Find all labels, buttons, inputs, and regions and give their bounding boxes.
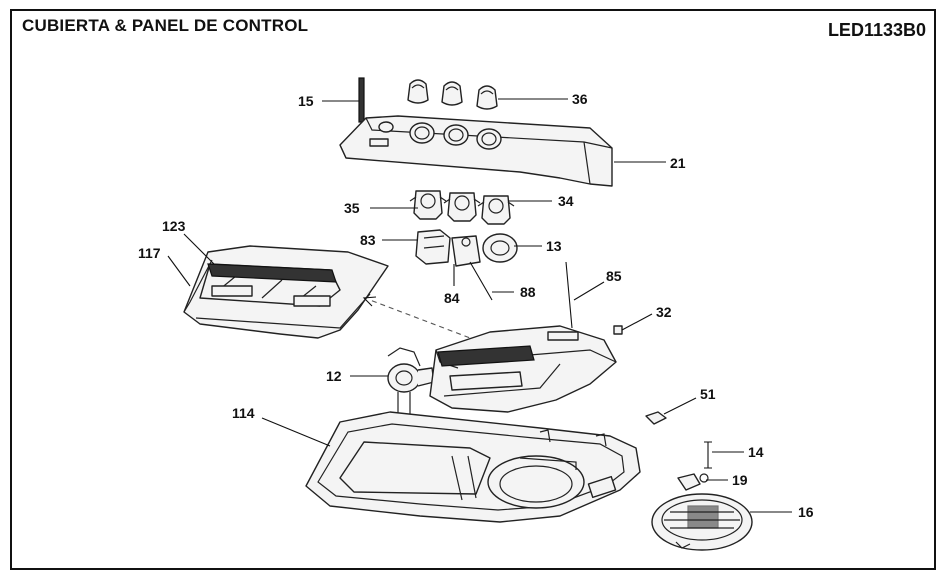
part-35-34-switches (409, 190, 515, 225)
callout-114: 114 (232, 405, 255, 421)
callout-123: 123 (162, 218, 186, 234)
assembly-arrow (369, 299, 487, 345)
part-19-switch (677, 473, 709, 491)
part-36-knobs (407, 79, 498, 110)
callout-16: 16 (798, 504, 814, 520)
callout-36: 36 (572, 91, 588, 107)
callout-15: 15 (298, 93, 314, 109)
part-21-control-panel (339, 115, 613, 187)
callout-35: 35 (344, 200, 360, 216)
callout-19: 19 (732, 472, 748, 488)
part-15-rod (358, 77, 365, 123)
callout-88: 88 (520, 284, 536, 300)
part-14-spring (704, 441, 712, 469)
callout-14: 14 (748, 444, 764, 460)
part-117-lid (183, 245, 389, 339)
part-123-hinge-bar (207, 263, 337, 283)
spin-lid (429, 325, 617, 413)
callout-13: 13 (546, 238, 562, 254)
leader-lines (167, 98, 792, 513)
callout-32: 32 (656, 304, 672, 320)
part-16-round-cover (651, 493, 753, 551)
part-114-top-base (305, 411, 641, 523)
callout-21: 21 (670, 155, 686, 171)
model-number: LED1133B0 (827, 20, 926, 40)
part-12-valve (387, 347, 435, 420)
part-32-pin (613, 325, 623, 335)
callout-12: 12 (326, 368, 342, 384)
diagram-title: CUBIERTA & PANEL DE CONTROL (22, 16, 309, 35)
callout-117: 117 (138, 245, 161, 261)
callout-84: 84 (444, 290, 460, 306)
part-83-84-13-components (415, 229, 518, 301)
assembly-arrowhead (362, 296, 377, 307)
callout-51: 51 (700, 386, 716, 402)
part-51-clip (645, 411, 667, 425)
part-85-rod (565, 261, 573, 329)
callout-83: 83 (360, 232, 376, 248)
callout-85: 85 (606, 268, 622, 284)
callout-labels: 15 36 21 35 34 83 13 84 88 85 123 117 32… (138, 91, 814, 520)
callout-34: 34 (558, 193, 574, 209)
